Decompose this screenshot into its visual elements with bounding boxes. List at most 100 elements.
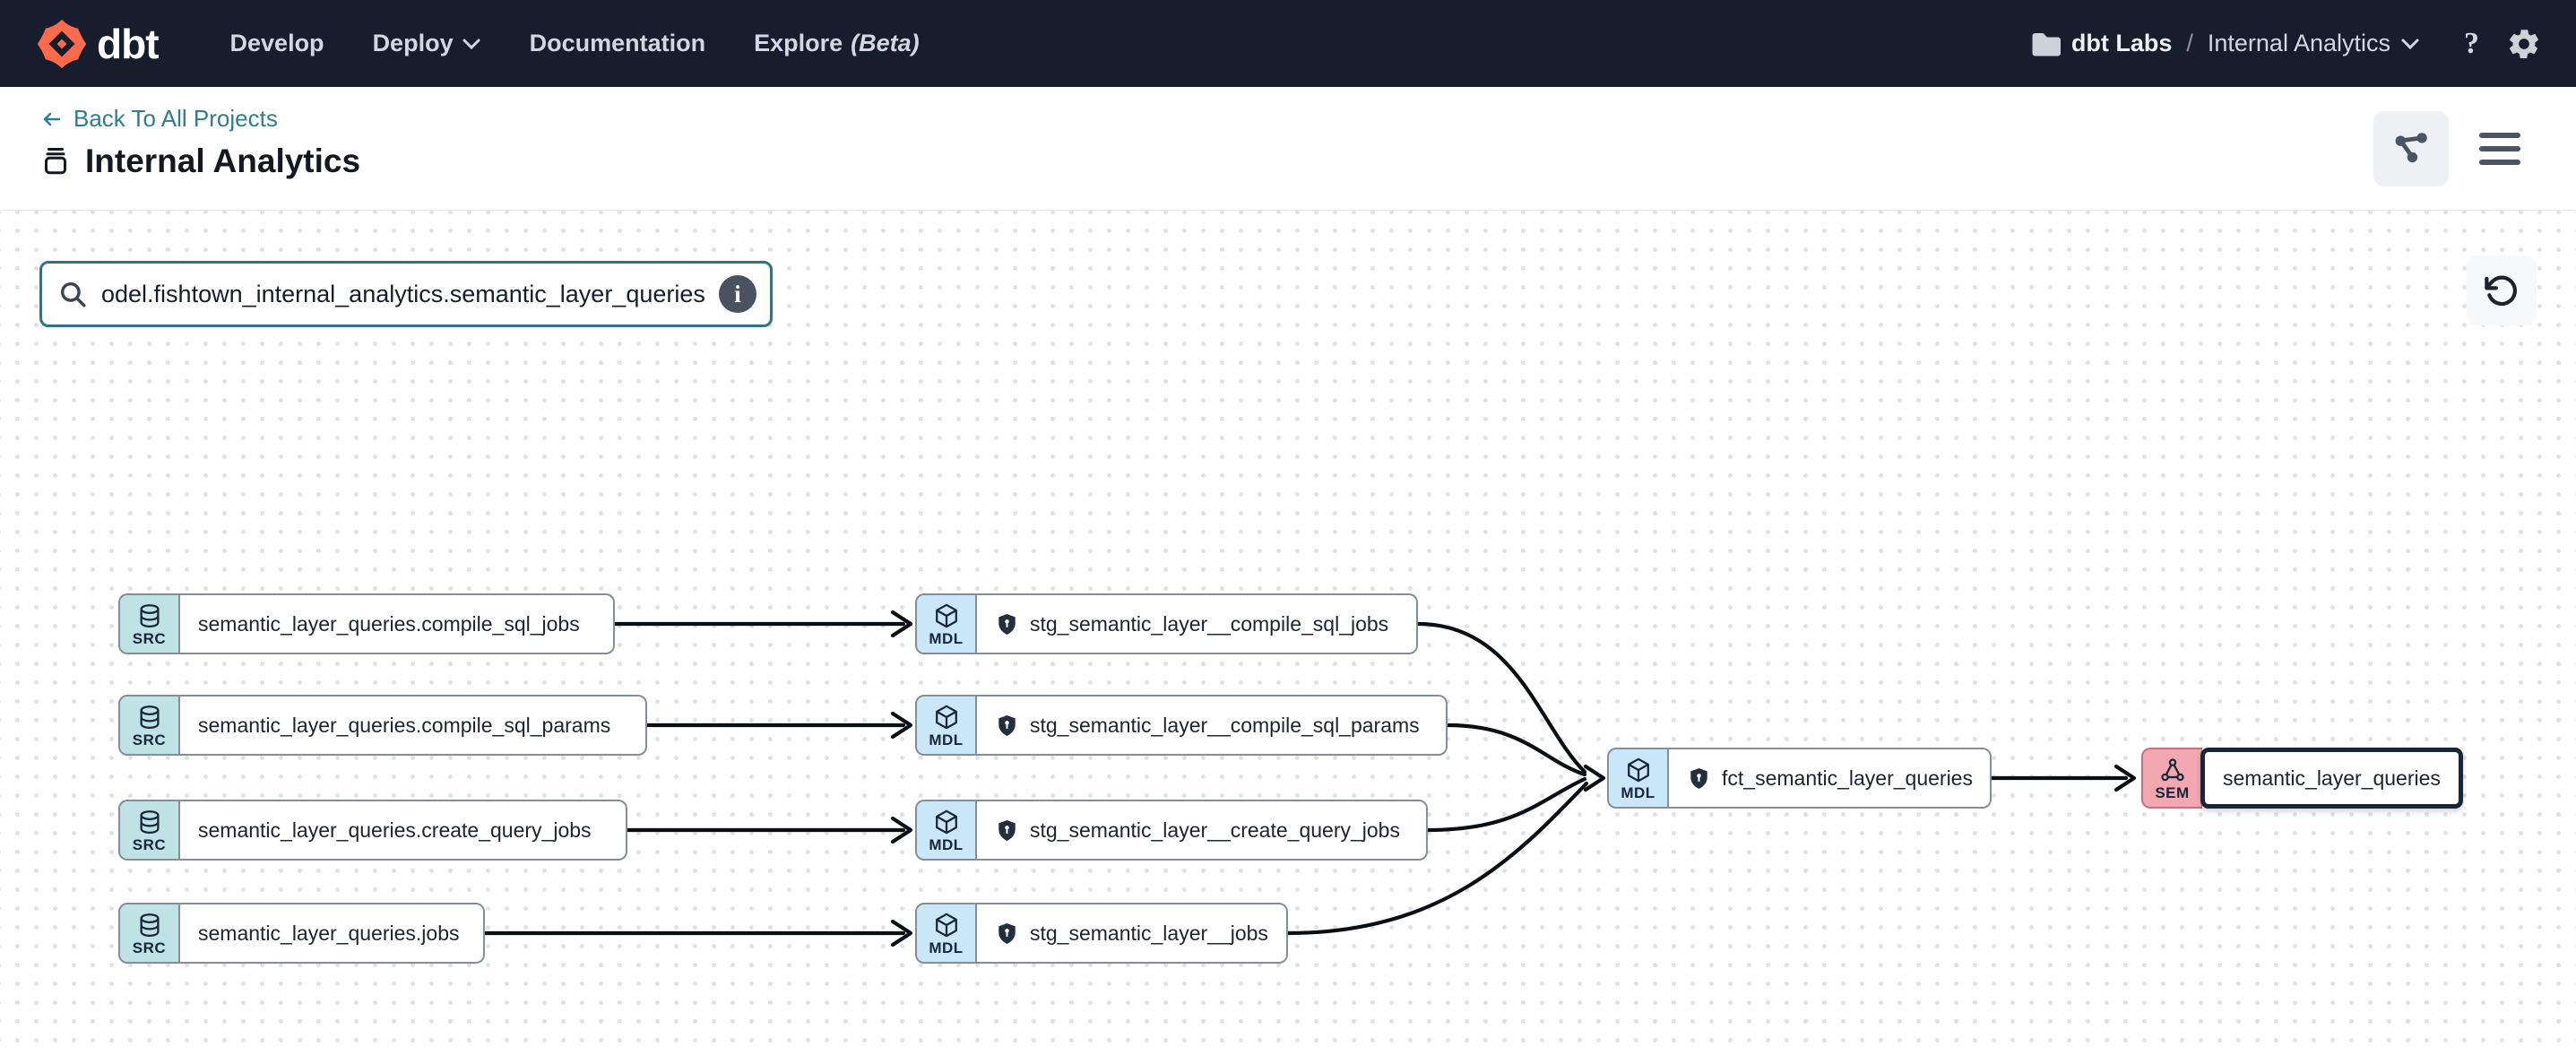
src-type-icon: SRC — [118, 695, 179, 756]
lineage-icon — [2391, 129, 2431, 169]
node-type-label: SRC — [132, 835, 167, 853]
lineage-node-src-compile-sql-jobs[interactable]: SRC semantic_layer_queries.compile_sql_jo… — [118, 593, 615, 654]
lineage-node-src-jobs[interactable]: SRC semantic_layer_queries.jobs — [118, 903, 485, 964]
brand-label: dbt — [97, 20, 160, 67]
node-type-label: SRC — [132, 629, 167, 647]
dbt-logo-icon — [36, 18, 88, 70]
arrowhead-icon — [890, 816, 913, 844]
node-label: stg_semantic_layer__compile_sql_jobs — [1030, 611, 1389, 636]
beta-badge: (Beta) — [851, 30, 920, 56]
node-type-label: MDL — [1621, 783, 1655, 801]
reset-viewport-button[interactable] — [2467, 255, 2537, 325]
arrowhead-icon — [890, 711, 913, 740]
nav-item-explore[interactable]: Explore (Beta) — [754, 30, 920, 57]
mdl-type-icon: MDL — [915, 593, 976, 654]
search-box[interactable]: odel.fishtown_internal_analytics.semanti… — [39, 261, 773, 327]
page-header: Back To All Projects Internal Analytics — [0, 87, 2576, 211]
node-body: stg_semantic_layer__create_query_jobs — [976, 800, 1428, 861]
top-navbar: dbt Develop Deploy Documentation Explore… — [0, 0, 2576, 87]
node-body: semantic_layer_queries.create_query_jobs — [179, 800, 627, 861]
lineage-edge — [1445, 723, 1587, 777]
lineage-node-stg-compile-sql-params[interactable]: MDL stg_semantic_layer__compile_sql_param… — [915, 695, 1448, 756]
node-label: semantic_layer_queries.compile_sql_jobs — [198, 611, 580, 636]
lineage-node-src-compile-sql-params[interactable]: SRC semantic_layer_queries.compile_sql_pa… — [118, 695, 647, 756]
mdl-type-icon: MDL — [1607, 748, 1668, 809]
back-link-label: Back To All Projects — [73, 105, 278, 132]
node-label: stg_semantic_layer__compile_sql_params — [1030, 713, 1420, 737]
node-body: semantic_layer_queries.compile_sql_jobs — [179, 593, 615, 654]
mdl-type-icon: MDL — [915, 695, 976, 756]
nav-item-explore-label: Explore — [754, 30, 843, 56]
lineage-node-sem-semantic-layer-queries[interactable]: SEM semantic_layer_queries — [2141, 748, 2463, 809]
src-type-icon: SRC — [118, 593, 179, 654]
lineage-view-button[interactable] — [2373, 110, 2449, 186]
node-type-label: SRC — [132, 939, 167, 956]
nav-item-deploy-label: Deploy — [372, 30, 454, 56]
node-type-label: SEM — [2155, 783, 2190, 801]
settings-button[interactable] — [2506, 26, 2542, 62]
node-label: fct_semantic_layer_queries — [1722, 766, 1973, 790]
arrowhead-icon — [890, 919, 913, 947]
node-body: semantic_layer_queries — [2200, 748, 2463, 809]
contract-shield-icon — [995, 922, 1019, 946]
node-body: fct_semantic_layer_queries — [1668, 748, 1992, 809]
lineage-node-stg-jobs[interactable]: MDL stg_semantic_layer__jobs — [915, 903, 1288, 964]
lineage-node-stg-create-query-jobs[interactable]: MDL stg_semantic_layer__create_query_jobs — [915, 800, 1428, 861]
lineage-node-src-create-query-jobs[interactable]: SRC semantic_layer_queries.create_query_j… — [118, 800, 627, 861]
node-body: stg_semantic_layer__compile_sql_jobs — [976, 593, 1418, 654]
search-input[interactable]: odel.fishtown_internal_analytics.semanti… — [101, 280, 705, 307]
node-body: semantic_layer_queries.jobs — [179, 903, 485, 964]
node-label: semantic_layer_queries — [2223, 766, 2441, 790]
account-name[interactable]: dbt Labs — [2070, 30, 2173, 56]
rotate-ccw-icon — [2483, 272, 2520, 309]
node-type-label: SRC — [132, 731, 167, 748]
contract-shield-icon — [995, 818, 1019, 843]
hamburger-icon — [2479, 132, 2520, 138]
chevron-down-icon — [2399, 37, 2421, 51]
back-link[interactable]: Back To All Projects — [39, 105, 278, 133]
node-label: semantic_layer_queries.compile_sql_param… — [198, 713, 611, 737]
mdl-type-icon: MDL — [915, 903, 976, 964]
lineage-node-stg-compile-sql-jobs[interactable]: MDL stg_semantic_layer__compile_sql_jobs — [915, 593, 1418, 654]
nav-item-develop[interactable]: Develop — [229, 30, 324, 56]
node-body: semantic_layer_queries.compile_sql_param… — [179, 695, 647, 756]
node-body: stg_semantic_layer__compile_sql_params — [976, 695, 1448, 756]
node-label: semantic_layer_queries.create_query_jobs — [198, 818, 592, 842]
node-label: stg_semantic_layer__create_query_jobs — [1030, 818, 1400, 842]
breadcrumb-separator: / — [2186, 30, 2193, 56]
arrowhead-icon — [890, 610, 913, 638]
help-button[interactable]: ? — [2464, 26, 2479, 60]
dbt-logo[interactable]: dbt — [36, 18, 160, 70]
contract-shield-icon — [995, 612, 1019, 636]
nav-item-deploy[interactable]: Deploy — [373, 30, 481, 57]
search-icon — [57, 279, 88, 309]
arrow-left-icon — [39, 108, 65, 130]
mdl-type-icon: MDL — [915, 800, 976, 861]
src-type-icon: SRC — [118, 903, 179, 964]
gear-icon — [2506, 26, 2542, 62]
node-label: semantic_layer_queries.jobs — [198, 921, 460, 945]
nav-item-documentation[interactable]: Documentation — [529, 30, 706, 56]
chevron-down-icon — [462, 37, 481, 51]
node-body: stg_semantic_layer__jobs — [976, 903, 1288, 964]
info-icon[interactable]: i — [719, 275, 756, 313]
lineage-canvas[interactable]: SRC semantic_layer_queries.compile_sql_jo… — [0, 211, 2576, 1047]
lineage-node-fct-semantic-layer-queries[interactable]: MDL fct_semantic_layer_queries — [1607, 748, 1992, 809]
node-label: stg_semantic_layer__jobs — [1030, 921, 1268, 945]
navbar-right: dbt Labs / Internal Analytics ? — [2028, 26, 2542, 62]
arrowhead-icon — [2114, 764, 2137, 792]
menu-button[interactable] — [2474, 127, 2526, 170]
arrowhead-icon — [1583, 764, 1606, 792]
contract-shield-icon — [995, 714, 1019, 738]
node-type-label: MDL — [929, 629, 964, 647]
page-title: Internal Analytics — [85, 142, 361, 179]
contract-shield-icon — [1687, 766, 1711, 791]
lineage-edge — [1425, 776, 1587, 833]
folder-icon — [2028, 28, 2061, 60]
src-type-icon: SRC — [118, 800, 179, 861]
sem-type-icon: SEM — [2141, 748, 2202, 809]
project-selector[interactable]: Internal Analytics — [2208, 30, 2421, 57]
node-type-label: MDL — [929, 939, 964, 956]
node-type-label: MDL — [929, 835, 964, 853]
project-icon — [39, 145, 72, 177]
